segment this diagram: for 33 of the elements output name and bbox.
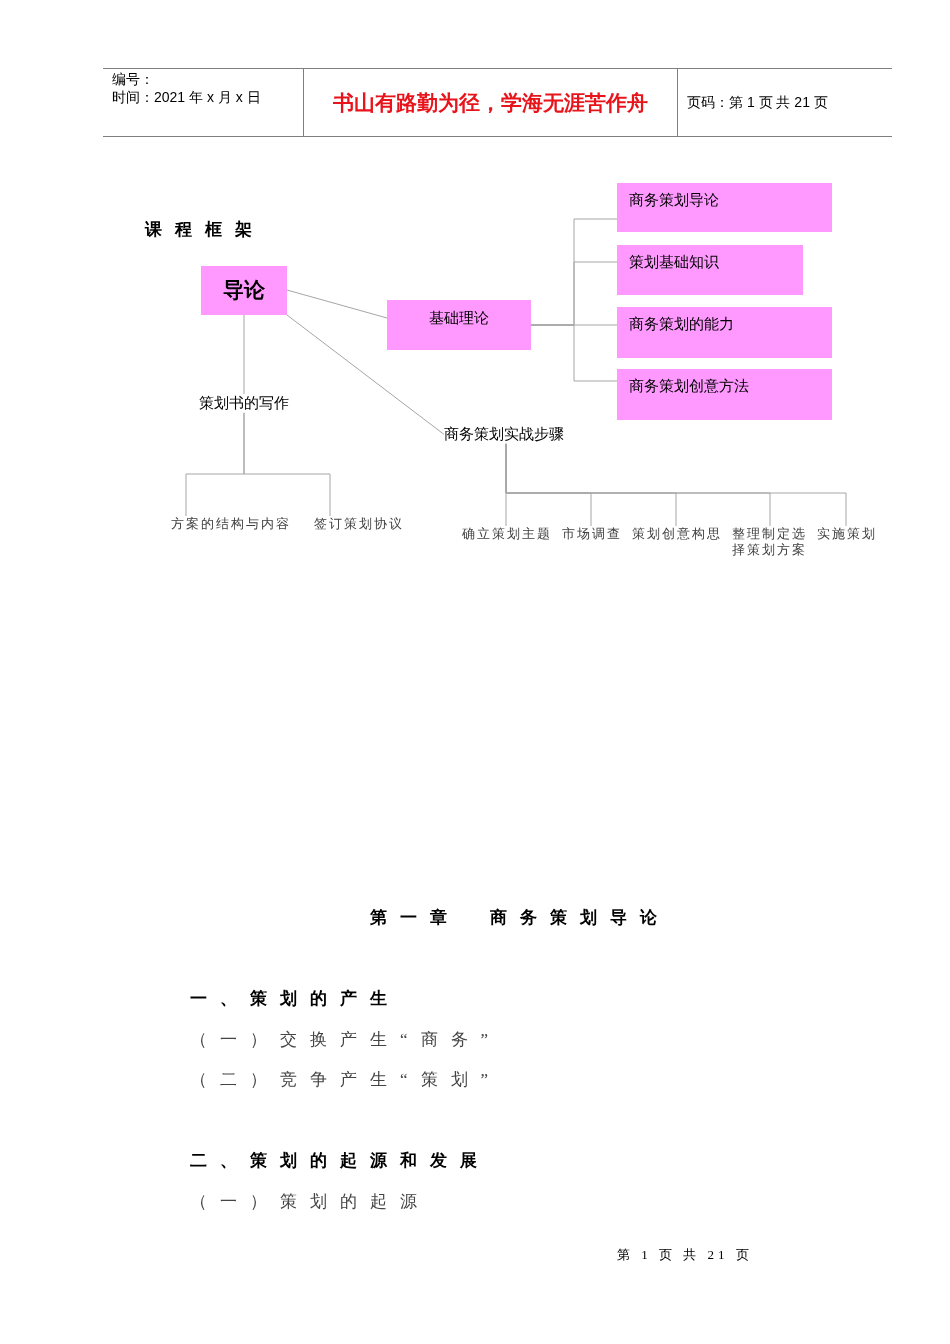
section-heading: 一、策划的产生	[190, 988, 387, 1010]
diagram-title: 课程框架	[145, 219, 252, 241]
subtopic-label: 整理制定选择策划方案	[732, 526, 808, 559]
motto-text: 书山有路勤为径，学海无涯苦作舟	[332, 90, 648, 116]
date-text: 时间：2021 年 x 月 x 日	[112, 89, 261, 107]
connector-line	[530, 324, 618, 382]
connector-line	[243, 412, 331, 517]
subtopic-label: 实施策划	[817, 526, 875, 543]
connector-line	[286, 314, 445, 435]
subsection-heading: （一）交换产生“商务”	[190, 1029, 489, 1051]
subsection-heading: （二）竞争产生“策划”	[190, 1069, 489, 1091]
page-number-text: 页码：第 1 页 共 21 页	[687, 94, 828, 112]
topic-box: 导论	[201, 266, 287, 315]
connector-line	[286, 289, 388, 319]
topic-box: 基础理论	[387, 300, 531, 350]
topic-label: 商务策划实战步骤	[444, 425, 564, 444]
page-footer-text: 第 1 页 共 21 页	[617, 1247, 749, 1264]
topic-box: 商务策划创意方法	[617, 369, 832, 420]
topic-box: 策划基础知识	[617, 245, 803, 295]
topic-box: 商务策划的能力	[617, 307, 832, 358]
chapter-heading: 第一章 商务策划导论	[370, 907, 657, 929]
section-heading: 二、策划的起源和发展	[190, 1150, 477, 1172]
subtopic-label: 策划创意构思	[632, 526, 720, 543]
connector-line	[243, 314, 245, 395]
subtopic-label: 市场调查	[562, 526, 620, 543]
document-number-label: 编号：	[112, 71, 154, 89]
subtopic-label: 确立策划主题	[462, 526, 550, 543]
subsection-heading: （一）策划的起源	[190, 1191, 417, 1213]
subtopic-label: 方案的结构与内容	[171, 516, 289, 533]
topic-label: 策划书的写作	[199, 394, 289, 413]
subtopic-label: 签订策划协议	[314, 516, 402, 533]
connector-line	[505, 443, 847, 527]
topic-box: 商务策划导论	[617, 183, 832, 232]
